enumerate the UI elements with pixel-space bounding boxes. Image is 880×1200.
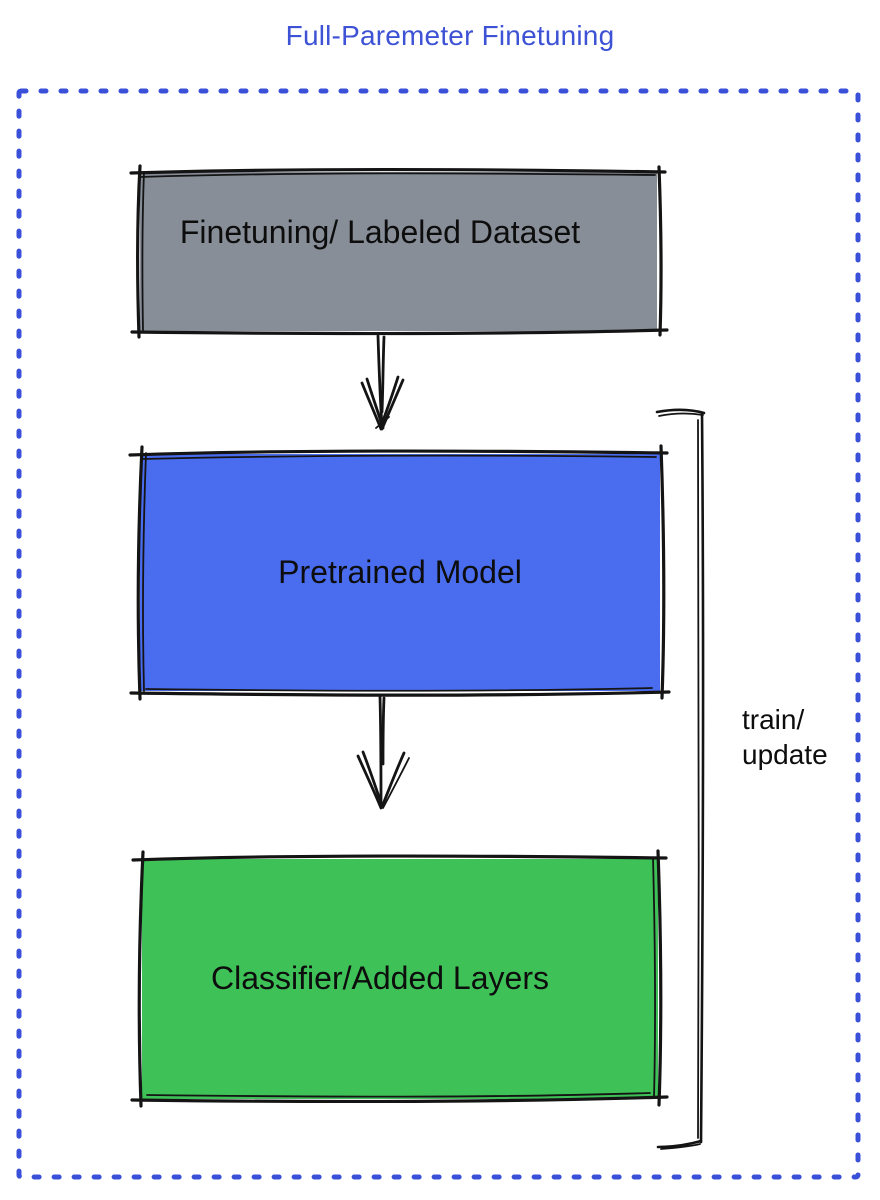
dataset-box xyxy=(129,164,669,339)
classifier-box-fill xyxy=(142,859,658,1099)
pretrained-box xyxy=(128,444,671,701)
diagram-border xyxy=(16,88,861,1180)
dataset-box-label: Finetuning/ Labeled Dataset xyxy=(179,214,581,250)
dataset-box-fill xyxy=(140,172,657,331)
train-update-label-line2: update xyxy=(742,739,828,770)
classifier-box-label: Classifier/Added Layers xyxy=(211,960,549,996)
arrow-pretrained-to-classifier xyxy=(356,695,410,810)
arrow-dataset-to-pretrained xyxy=(360,334,405,431)
train-update-bracket xyxy=(655,408,706,1150)
train-update-label: train/ update xyxy=(742,702,828,772)
train-update-label-line1: train/ xyxy=(742,704,805,735)
pretrained-box-label: Pretrained Model xyxy=(278,554,522,590)
classifier-box xyxy=(130,849,669,1108)
pretrained-box-fill xyxy=(140,454,660,691)
diagram-title: Full-Paremeter Finetuning xyxy=(285,20,615,51)
